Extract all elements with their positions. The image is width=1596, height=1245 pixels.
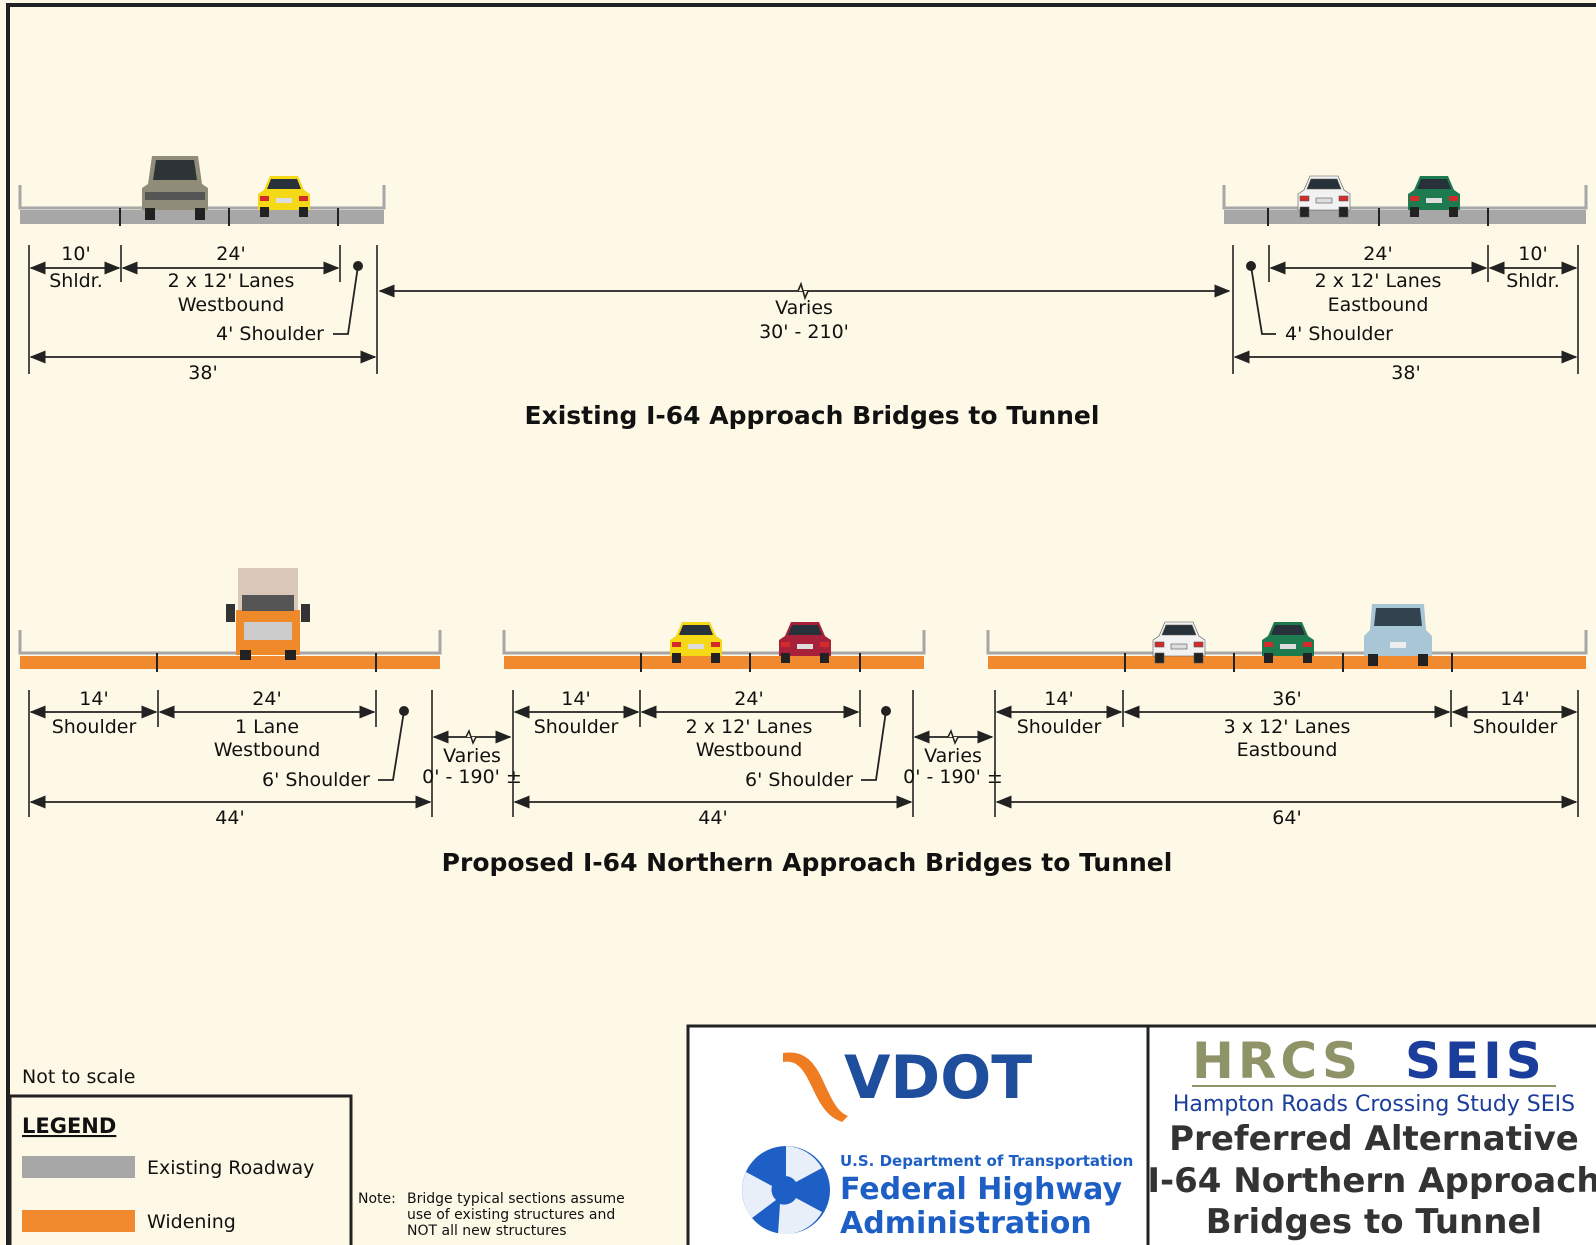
existing-east-lanes-label: 2 x 12' Lanes	[1315, 270, 1442, 292]
existing-section: 10' Shldr. 24' 2 x 12' Lanes Westbound 4…	[18, 156, 1588, 430]
proposed-span2-total: 44'	[698, 807, 727, 829]
existing-median-range: 30' - 210'	[759, 321, 849, 343]
legend-title: LEGEND	[22, 1114, 116, 1138]
vdot-logo-icon: VDOT	[783, 1043, 1032, 1122]
existing-title: Existing I-64 Approach Bridges to Tunnel	[525, 401, 1100, 430]
study-title-1: Preferred Alternative	[1169, 1119, 1579, 1159]
truck-icon	[226, 568, 310, 660]
existing-east-shoulder-dim: 10'	[1518, 243, 1547, 265]
existing-west-shoulder-dim: 10'	[61, 243, 90, 265]
title-block: VDOT U.S. Department of Transportation F…	[686, 1024, 1596, 1245]
proposed-span1-inner-shoulder: 6' Shoulder	[262, 769, 370, 791]
usdot-text: U.S. Department of Transportation	[840, 1152, 1133, 1170]
proposed-gap2-label: Varies	[924, 745, 982, 767]
proposed-span2-dimensions	[512, 690, 914, 817]
legend-existing-swatch	[22, 1156, 135, 1178]
proposed-span1-shoulder-dim: 14'	[79, 688, 108, 710]
page-border	[6, 3, 1596, 1245]
existing-west-shoulder-label: Shldr.	[49, 270, 103, 292]
scale-note: Not to scale	[22, 1066, 135, 1088]
proposed-gap1-dimension	[432, 729, 512, 745]
existing-west-lanes-label: 2 x 12' Lanes	[168, 270, 295, 292]
proposed-span3-right-shoulder-dim: 14'	[1500, 688, 1529, 710]
proposed-gap2-range: 0' - 190' ±	[903, 766, 1003, 788]
existing-median-dimension	[378, 281, 1231, 301]
proposed-span2-inner-shoulder: 6' Shoulder	[745, 769, 853, 791]
proposed-gap1-range: 0' - 190' ±	[422, 766, 522, 788]
study-title-3: Bridges to Tunnel	[1206, 1202, 1542, 1242]
proposed-span3-total: 64'	[1272, 807, 1301, 829]
proposed-span2-shoulder-label: Shoulder	[534, 716, 619, 738]
proposed-span1-total: 44'	[215, 807, 244, 829]
proposed-span3-deck	[986, 630, 1588, 672]
proposed-gap2-dimension	[913, 729, 994, 745]
proposed-title: Proposed I-64 Northern Approach Bridges …	[442, 848, 1173, 877]
existing-west-total: 38'	[188, 362, 217, 384]
legend-widening-swatch	[22, 1210, 135, 1232]
existing-east-lanes-dim: 24'	[1363, 243, 1392, 265]
study-subtitle: Hampton Roads Crossing Study SEIS	[1173, 1092, 1575, 1117]
existing-west-inner-shoulder: 4' Shoulder	[216, 323, 324, 345]
proposed-span3-dimensions	[994, 690, 1579, 817]
proposed-span3-direction: Eastbound	[1237, 739, 1338, 761]
existing-west-dimensions	[28, 245, 378, 374]
proposed-span2-lanes-dim: 24'	[734, 688, 763, 710]
vdot-wordmark: VDOT	[844, 1043, 1032, 1113]
note-prefix: Note:	[358, 1191, 396, 1207]
legend-widening-label: Widening	[147, 1211, 236, 1233]
existing-east-direction: Eastbound	[1328, 294, 1429, 316]
proposed-span2-direction: Westbound	[696, 739, 803, 761]
proposed-span1-lanes-label: 1 Lane	[235, 716, 299, 738]
existing-west-direction: Westbound	[178, 294, 285, 316]
note-line-1: Bridge typical sections assume	[407, 1191, 625, 1207]
proposed-span3-left-shoulder-label: Shoulder	[1017, 716, 1102, 738]
seis-wordmark: SEIS	[1405, 1032, 1546, 1090]
proposed-span1-lanes-dim: 24'	[252, 688, 281, 710]
existing-west-lanes-dim: 24'	[216, 243, 245, 265]
existing-east-dimensions	[1232, 245, 1579, 374]
note: Note: Bridge typical sections assume use…	[358, 1191, 625, 1239]
hrcs-wordmark: HRCS	[1192, 1032, 1362, 1090]
proposed-span2-shoulder-dim: 14'	[561, 688, 590, 710]
note-line-3: NOT all new structures	[407, 1223, 567, 1239]
proposed-span3-lanes-dim: 36'	[1272, 688, 1301, 710]
study-title-2: I-64 Northern Approach	[1147, 1161, 1596, 1201]
fhwa-line-2: Administration	[840, 1206, 1092, 1241]
proposed-span2-lanes-label: 2 x 12' Lanes	[686, 716, 813, 738]
proposed-span3-lanes-label: 3 x 12' Lanes	[1224, 716, 1351, 738]
existing-east-inner-shoulder: 4' Shoulder	[1285, 323, 1393, 345]
legend-existing-label: Existing Roadway	[147, 1157, 314, 1179]
note-line-2: use of existing structures and	[407, 1207, 615, 1223]
legend: LEGEND Existing Roadway Widening	[8, 1094, 353, 1245]
proposed-span1-direction: Westbound	[214, 739, 321, 761]
proposed-span3-left-shoulder-dim: 14'	[1044, 688, 1073, 710]
proposed-span1-shoulder-label: Shoulder	[52, 716, 137, 738]
proposed-span1-deck	[18, 630, 442, 672]
existing-east-total: 38'	[1391, 362, 1420, 384]
fhwa-logo-icon	[742, 1146, 830, 1235]
existing-median-label: Varies	[775, 297, 833, 319]
existing-east-deck	[1222, 185, 1588, 226]
existing-east-shoulder-label: Shldr.	[1506, 270, 1560, 292]
proposed-span3-right-shoulder-label: Shoulder	[1473, 716, 1558, 738]
proposed-section: 14' Shoulder 24' 1 Lane Westbound 6' Sho…	[18, 568, 1588, 877]
proposed-span1-dimensions	[28, 690, 433, 817]
proposed-gap1-label: Varies	[443, 745, 501, 767]
fhwa-line-1: Federal Highway	[840, 1172, 1122, 1207]
